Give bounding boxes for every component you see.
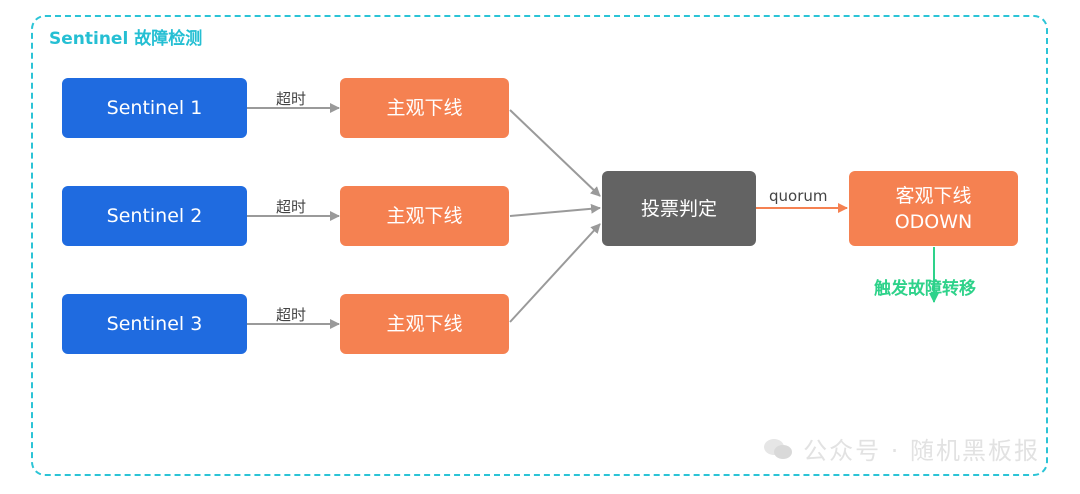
vote-node: 投票判定 [602, 171, 756, 246]
failover-label: 触发故障转移 [874, 279, 976, 299]
quorum-label: quorum [769, 187, 828, 205]
odown-label-line2: ODOWN [894, 210, 973, 233]
timeout-label-3: 超时 [276, 306, 307, 324]
timeout-label-2: 超时 [276, 198, 307, 216]
sdown-node-1: 主观下线 [340, 78, 509, 138]
sdown-node-2: 主观下线 [340, 186, 509, 246]
edge-sdown1-vote [509, 109, 601, 197]
odown-node: 客观下线 ODOWN [849, 171, 1018, 246]
edge-sdown2-vote [509, 203, 601, 217]
sentinel-3-node: Sentinel 3 [62, 294, 247, 354]
sentinel-1-node: Sentinel 1 [62, 78, 247, 138]
sdown-node-3: 主观下线 [340, 294, 509, 354]
wechat-icon [763, 437, 793, 461]
edge-sdown3-vote [509, 223, 601, 323]
diagram-title: Sentinel 故障检测 [49, 29, 203, 49]
odown-label-line1: 客观下线 [895, 184, 972, 207]
timeout-label-1: 超时 [276, 90, 307, 108]
diagram-frame [31, 15, 1048, 476]
watermark-text: 公众号 · 随机黑板报 [803, 437, 1040, 465]
sentinel-2-node: Sentinel 2 [62, 186, 247, 246]
watermark: 公众号 · 随机黑板报 [763, 431, 1040, 466]
